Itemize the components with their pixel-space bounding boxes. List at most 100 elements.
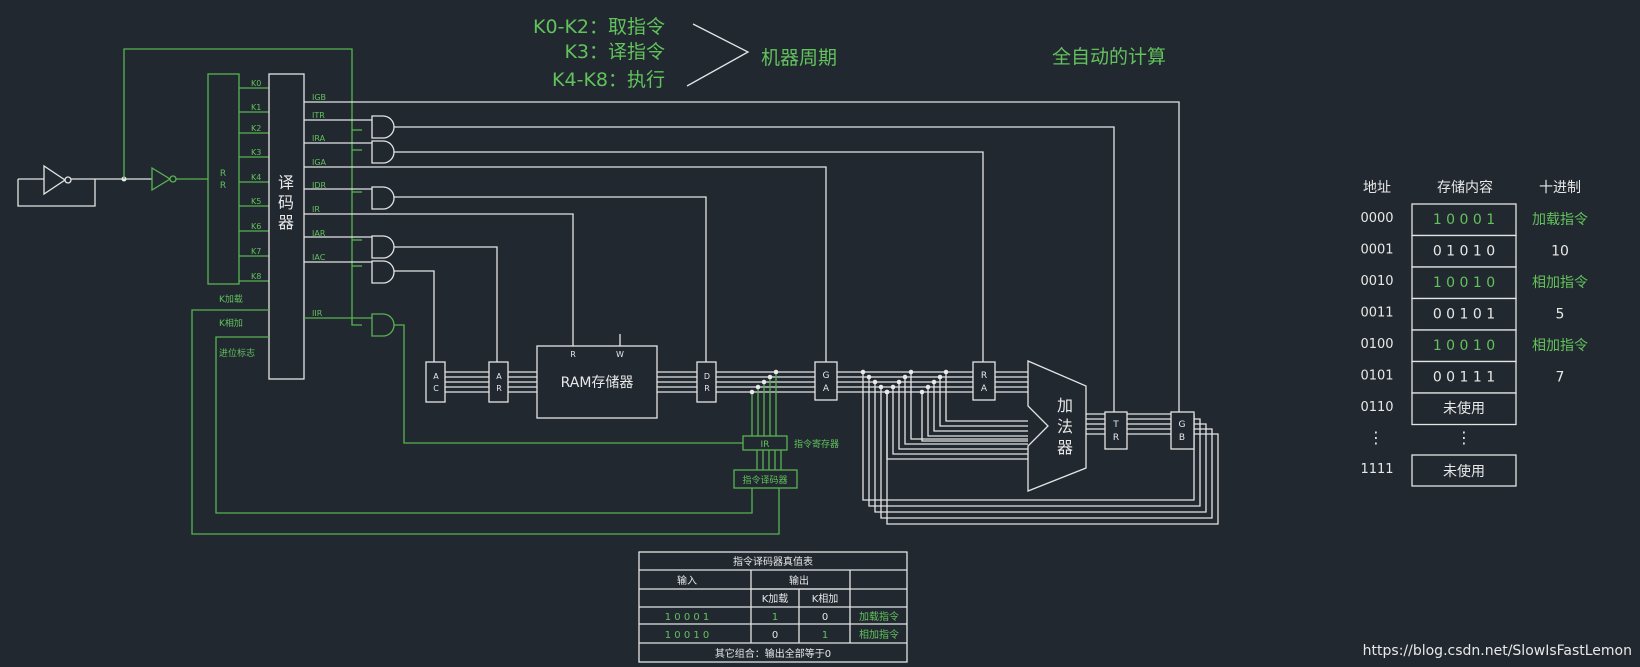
bus-junction [866,374,872,380]
memory-content: 0 0 1 0 1 [1433,307,1495,323]
rr-label-2: R [220,181,226,191]
cycle-bracket [686,23,750,87]
adder-input-wire [933,382,1028,432]
and-gate-iar [371,235,395,259]
dr-label-1: D [704,372,710,381]
memory-cell [1411,203,1517,237]
bus-junction [749,389,755,395]
ra-register: R A [972,361,996,401]
ar-label-2: R [496,384,502,393]
machine-cycle-label: 机器周期 [761,47,837,69]
gb-feedback-wire [874,382,1207,513]
adder-char-2: 法 [1057,417,1073,436]
and-gate-itr [371,115,395,139]
tr-register: T R [1104,411,1128,450]
signal-label: IDR [312,181,327,190]
truth-row-2-k-add: 1 [822,630,828,641]
bus-junction [902,374,908,380]
truth-table-k-load: K加载 [762,593,789,605]
bus-junction [767,374,773,380]
tr-label-2: R [1113,433,1119,443]
bus-junction [919,389,925,395]
decoder-char-2: 码 [278,193,294,212]
adder-char-1: 加 [1057,396,1073,415]
cycle-line-fetch: K0-K2：取指令 [533,16,665,38]
adder-input-wire [910,372,1028,440]
ac-register: A C [425,361,446,403]
signal-label: ITR [312,111,325,120]
dr-register: D R [696,361,717,403]
dr-label-2: R [704,384,710,393]
k-label: K2 [251,124,261,133]
control-wires [304,101,1180,444]
k-add-label: K相加 [219,317,243,329]
truth-table-title: 指令译码器真值表 [733,555,813,568]
memory-addr: 0100 [1360,337,1393,352]
bus-junction [925,384,931,390]
inverter-gate [43,164,67,196]
memory-header-addr: 地址 [1363,180,1391,196]
ar-label-1: A [496,372,502,381]
gb-gate: G B [1170,411,1195,450]
bus-junction [878,384,884,390]
gb-feedback-wire [880,387,1213,519]
truth-row-2-note: 相加指令 [859,628,899,641]
memory-decimal: 相加指令 [1532,338,1588,354]
buffer-gate [151,166,172,192]
k-label: K7 [251,247,261,256]
auto-compute-title: 全自动的计算 [1052,46,1166,68]
memory-last-cell [1411,454,1517,487]
ra-label-2: A [981,384,988,394]
memory-decimal: 相加指令 [1532,275,1588,291]
instruction-register: IR 指令寄存器 [742,435,839,451]
memory-last-addr: 1111 [1360,462,1393,477]
truth-table-output-header: 输出 [789,574,809,587]
truth-row-1-input: 1 0 0 0 1 [665,612,710,623]
instruction-decoder: 指令译码器 [191,309,798,535]
truth-table-footer: 其它组合：输出全部等于0 [715,647,831,660]
ga-gate: G A [814,361,838,401]
ac-label-2: C [433,384,439,393]
bus-junction [884,389,890,395]
watermark: https://blog.csdn.net/SlowIsFastLemon [1363,643,1632,659]
gb-feedback-wire [862,372,1195,501]
memory-ellipsis-addr: ⋮ [1368,428,1384,447]
gb-label-1: G [1179,420,1186,430]
memory-decimal: 7 [1556,370,1565,386]
ac-label-1: A [433,372,439,381]
adder-char-3: 器 [1057,438,1073,457]
k-label: K8 [251,272,261,281]
memory-content: 未使用 [1443,400,1485,417]
gb-feedback-wire [868,377,1201,507]
truth-row-2-k-load: 0 [772,630,778,641]
cycle-line-execute: K4-K8：执行 [552,69,665,91]
signal-label: IAR [312,229,326,238]
ra-label-1: R [981,371,987,381]
signal-label: IR [312,205,320,214]
memory-addr: 0101 [1360,369,1393,384]
memory-content: 1 0 0 1 0 [1433,275,1495,291]
k-label: K4 [251,173,261,182]
rr-label-1: R [220,169,226,179]
and-gate-iac [371,260,395,284]
memory-decimal: 5 [1556,307,1565,323]
and-gate-idr [371,186,395,210]
memory-last-content: 未使用 [1443,463,1485,480]
bus-junction [943,369,949,375]
and-gate-ira [371,140,395,164]
instr-decoder-label: 指令译码器 [742,474,787,486]
gb-label-2: B [1179,433,1185,443]
ga-label-1: G [823,371,830,381]
memory-header-content: 存储内容 [1437,179,1493,196]
k-label: K6 [251,222,261,231]
truth-table-k-add: K相加 [812,592,839,605]
memory-decimal: 10 [1551,244,1569,260]
ram-label: RAM存储器 [561,375,634,391]
memory-content: 0 1 0 1 0 [1433,244,1495,260]
memory-addr: 0001 [1360,243,1393,258]
adder-input-wire [945,372,1028,422]
instruction-decoder-block: 译 码 器 [268,73,305,380]
